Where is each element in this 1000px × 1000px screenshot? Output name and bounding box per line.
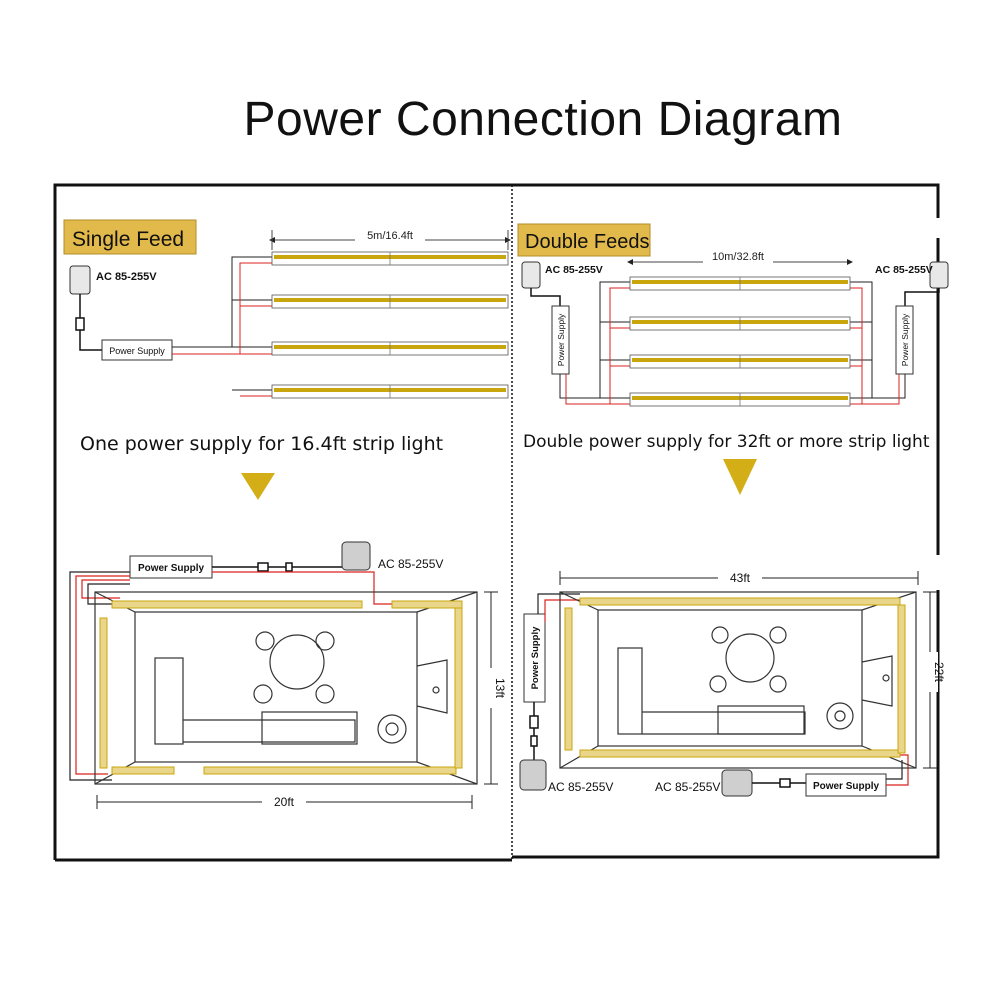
single-room-strips xyxy=(99,600,463,775)
double-strip-row xyxy=(629,316,851,331)
single-length-label: 5m/16.4ft xyxy=(367,230,413,242)
double-room-strips xyxy=(564,597,906,758)
single-height-label: 13ft xyxy=(493,678,507,699)
single-feed-badge-label: Single Feed xyxy=(72,228,184,251)
double-length-label: 10m/32.8ft xyxy=(712,251,764,263)
double-supply-left-label: Power Supply xyxy=(556,313,566,366)
single-caption: One power supply for 16.4ft strip light xyxy=(80,433,443,455)
double-room-adapter-left-icon xyxy=(519,759,547,791)
double-room-adapter-right-icon xyxy=(721,769,753,797)
double-supply-right-label: Power Supply xyxy=(900,313,910,366)
single-adapter-label: AC 85-255V xyxy=(96,271,157,283)
double-strip-row xyxy=(629,354,851,369)
single-strip-row xyxy=(271,294,509,309)
double-feed-badge xyxy=(517,223,651,257)
single-strip-row xyxy=(271,341,509,356)
double-adapter-left-icon xyxy=(521,261,541,289)
page-title: Power Connection Diagram xyxy=(243,93,843,146)
single-room-adapter-icon xyxy=(341,541,371,571)
double-room-supply-right-label: Power Supply xyxy=(813,781,880,792)
double-height-label: 22ft xyxy=(932,662,946,683)
single-strip-rows xyxy=(271,251,509,399)
double-adapter-right-label: AC 85-255V xyxy=(875,264,933,276)
single-supply-label: Power Supply xyxy=(109,346,165,356)
single-power-supply-box xyxy=(101,339,173,361)
double-width-label: 43ft xyxy=(730,571,751,585)
single-room-supply-label: Power Supply xyxy=(138,563,205,574)
single-width-label: 20ft xyxy=(274,795,295,809)
single-feed-schematic: Single Feed 5m/16.4ft AC 85-255V Power S… xyxy=(63,219,511,399)
single-strip-row xyxy=(271,251,509,266)
double-strip-row xyxy=(629,276,851,291)
double-arrow-icon xyxy=(723,459,757,495)
double-room-supply-left-label: Power Supply xyxy=(530,626,541,690)
double-adapter-left-label: AC 85-255V xyxy=(545,264,603,276)
double-room-adapter-right-label: AC 85-255V xyxy=(655,780,720,794)
double-strip-row xyxy=(629,392,851,407)
single-strip-row xyxy=(271,384,509,399)
single-arrow-icon xyxy=(241,473,275,500)
double-caption: Double power supply for 32ft or more str… xyxy=(523,432,930,452)
double-feed-schematic: Double Feeds 10m/32.8ft AC 85-255V Power… xyxy=(517,223,949,407)
double-feed-badge-label: Double Feeds xyxy=(525,231,650,253)
single-room-layout: Power Supply AC 85-255V xyxy=(69,541,507,809)
double-room-layout: Power Supply AC 85-255V AC 85-255V Power… xyxy=(519,569,946,797)
double-strip-rows xyxy=(629,276,851,407)
double-room-adapter-left-label: AC 85-255V xyxy=(548,780,613,794)
single-feed-badge xyxy=(63,219,197,255)
single-room-adapter-label: AC 85-255V xyxy=(378,557,443,571)
single-adapter-icon xyxy=(69,265,91,295)
